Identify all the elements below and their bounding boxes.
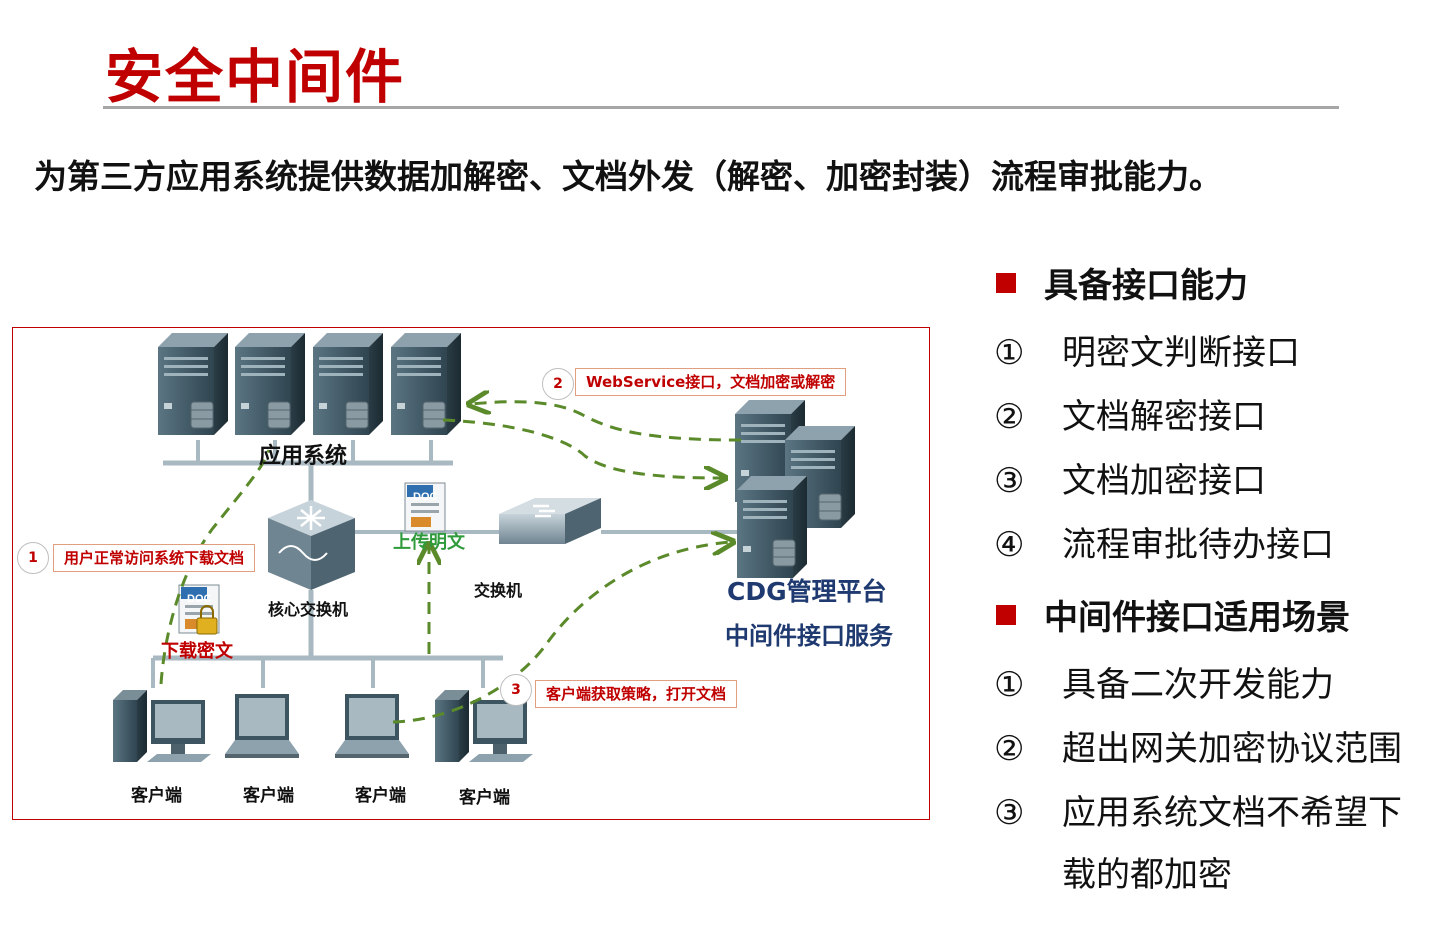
doc-icon-text: DOC: [187, 593, 212, 605]
app-server-group: [158, 333, 461, 435]
callout-text-1: 用户正常访问系统下载文档: [53, 544, 256, 572]
client-pc-1: [113, 690, 211, 762]
download-doc-icon: [178, 584, 220, 635]
download-label: 下载密文: [161, 641, 233, 662]
callout-text-2: WebService接口，文档加密或解密: [575, 368, 847, 396]
callout-number-3: 3: [500, 674, 532, 706]
switch-icon: [499, 498, 601, 544]
app-system-label: 应用系统: [259, 444, 348, 469]
client-laptop-1: [225, 694, 299, 758]
bullet-square-icon: [996, 605, 1016, 625]
cdg-server-group: [735, 400, 855, 578]
client-label: 客户端: [459, 788, 510, 808]
middleware-service-label: 中间件接口服务: [725, 622, 893, 650]
network-diagram: DOC DOC 应用系统 核心交换机 交换机 上传明文 下载密文 CDG管理平台…: [12, 327, 930, 820]
client-laptop-2: [335, 694, 409, 758]
callout-text-3: 客户端获取策略，打开文档: [535, 680, 738, 708]
upload-label: 上传明文: [393, 532, 465, 553]
page-subtitle: 为第三方应用系统提供数据加解密、文档外发（解密、加密封装）流程审批能力。: [34, 157, 1222, 196]
client-label: 客户端: [243, 786, 294, 806]
section-heading-scenarios: 中间件接口适用场景: [996, 590, 1350, 639]
callout-number-1: 1: [17, 542, 49, 574]
cdg-platform-label: CDG管理平台: [727, 577, 887, 606]
client-label: 客户端: [131, 786, 182, 806]
callout-number-2: 2: [542, 368, 574, 400]
switch-label: 交换机: [474, 581, 523, 600]
title-divider: [103, 106, 1339, 109]
core-switch-icon: [268, 500, 355, 590]
section-heading-interfaces: 具备接口能力: [996, 258, 1248, 307]
list-item-continuation: 载的都加密: [1062, 855, 1232, 895]
data-flow-arrows: [159, 402, 742, 724]
core-switch-label: 核心交换机: [268, 600, 349, 619]
diagram-canvas: DOC DOC: [113, 333, 855, 762]
doc-icon-text: DOC: [413, 491, 438, 503]
client-label: 客户端: [355, 786, 406, 806]
bullet-square-icon: [996, 273, 1016, 293]
page-title: 安全中间件: [105, 43, 406, 111]
